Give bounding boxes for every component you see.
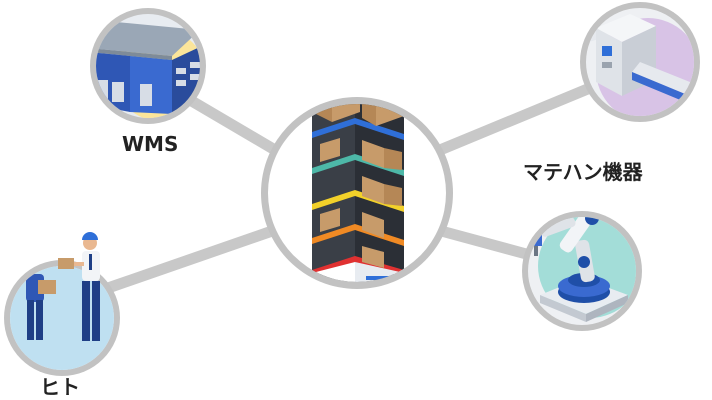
label-wms: WMS	[122, 132, 179, 156]
connector-hito	[102, 224, 281, 294]
connector-lines	[102, 82, 596, 294]
label-material-handling: マテハン機器	[523, 160, 643, 184]
connector-mh	[434, 82, 596, 156]
storage-robot-shelf-icon	[312, 104, 404, 282]
node-wms	[90, 8, 206, 124]
connector-robot	[439, 226, 536, 261]
robot-arm-icon	[530, 217, 636, 322]
worker-with-tablet	[58, 232, 100, 341]
node-material-handling	[580, 2, 700, 122]
node-robot-arm	[522, 211, 642, 331]
conveyor-scanner-icon	[586, 14, 694, 116]
node-hub	[261, 97, 453, 289]
connector-wms	[184, 94, 281, 156]
node-hito	[4, 232, 120, 376]
label-hito: ヒト	[40, 375, 80, 399]
